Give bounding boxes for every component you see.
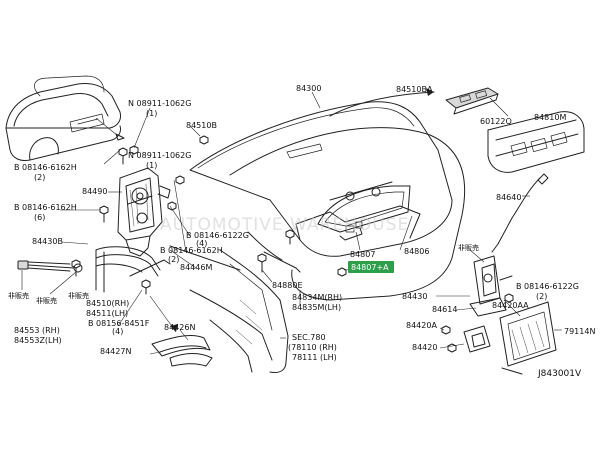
striker-84420 bbox=[463, 325, 491, 353]
label-84420: 84420 bbox=[412, 343, 437, 352]
label-08156-qty: (4) bbox=[112, 327, 123, 336]
label-84834M: 84834M(RH) bbox=[292, 293, 342, 302]
label-78110: (78110 (RH) bbox=[288, 343, 337, 352]
label-jp-4: 非販売 bbox=[458, 243, 479, 252]
label-84510B: 84510B bbox=[186, 121, 217, 130]
rear-panel-sec780 bbox=[189, 249, 289, 373]
diagram-code: J843001V bbox=[537, 369, 582, 379]
label-08146-5: B 08146-6122G bbox=[516, 282, 579, 291]
label-84614: 84614 bbox=[432, 305, 457, 314]
trunk-lid-84300 bbox=[189, 101, 453, 257]
highlight-label: 84807+A bbox=[351, 263, 389, 272]
label-08146-2: B 08146-6162H bbox=[14, 203, 77, 212]
label-84300: 84300 bbox=[296, 84, 321, 93]
label-08146-4: B 08146-6162H bbox=[160, 246, 223, 255]
label-84426N: 84426N bbox=[164, 323, 195, 332]
label-84880E: 84880E bbox=[272, 281, 303, 290]
label-84420A: 84420A bbox=[406, 321, 437, 330]
label-84446M: 84446M bbox=[180, 263, 212, 272]
bracket-84426N bbox=[151, 335, 213, 367]
label-sec780: SEC.780 bbox=[292, 333, 326, 342]
finisher-84810M bbox=[487, 111, 585, 173]
weatherstrip-84806 bbox=[229, 127, 466, 301]
label-84807: 84807 bbox=[350, 250, 375, 259]
label-84420AA: 84420AA bbox=[492, 301, 529, 310]
hinge-84490 bbox=[117, 167, 171, 257]
license-lamp-84510BA bbox=[445, 87, 509, 117]
label-08146-1-qty: (2) bbox=[34, 173, 45, 182]
seal-84834M bbox=[263, 251, 301, 273]
label-84490: 84490 bbox=[82, 187, 107, 196]
label-84510: 84510(RH) bbox=[86, 299, 129, 308]
label-84806: 84806 bbox=[404, 247, 429, 256]
label-78111: 78111 (LH) bbox=[292, 353, 337, 362]
part-labels: 84300 84510BA 60122Q 84810M N 08911-1062… bbox=[8, 84, 595, 362]
label-08146-2-qty: (6) bbox=[34, 213, 45, 222]
label-jp-1: 非販売 bbox=[8, 291, 29, 300]
label-08146-1: B 08146-6162H bbox=[14, 163, 77, 172]
bolts bbox=[71, 135, 514, 353]
label-79114N: 79114N bbox=[564, 327, 595, 336]
label-jp-3: 非販売 bbox=[68, 291, 89, 300]
label-84511: 84511(LH) bbox=[86, 309, 128, 318]
label-60122Q: 60122Q bbox=[480, 117, 512, 126]
torsion-bars-84510 bbox=[95, 246, 171, 293]
label-08911-1: N 08911-1062G bbox=[128, 99, 191, 108]
highlight-84807-A[interactable]: 84807+A bbox=[348, 261, 394, 273]
label-jp-2: 非販売 bbox=[36, 296, 57, 305]
label-84640: 84640 bbox=[496, 193, 521, 202]
watermark-text: AUTOMOTIVE WAREHOUSE bbox=[160, 215, 409, 235]
label-08146-3-qty: (4) bbox=[196, 239, 207, 248]
label-08146-3: B 08146-6122G bbox=[186, 231, 249, 240]
label-84835M: 84835M(LH) bbox=[292, 303, 341, 312]
label-08156: B 08156-8451F bbox=[88, 319, 150, 328]
label-84553: 84553 (RH) bbox=[14, 326, 60, 335]
label-08911-2: N 08911-1062G bbox=[128, 151, 191, 160]
rod-84446M bbox=[169, 245, 241, 271]
label-08146-5-qty: (2) bbox=[536, 292, 547, 301]
label-84427N: 84427N bbox=[100, 347, 131, 356]
arrow-to-84510BA bbox=[329, 91, 435, 117]
label-84510BA: 84510BA bbox=[396, 85, 433, 94]
stay-damper-84430B bbox=[17, 260, 83, 273]
label-08911-2-qty: (1) bbox=[146, 161, 157, 170]
label-84430: 84430 bbox=[402, 292, 427, 301]
label-08146-4-qty: (2) bbox=[168, 255, 179, 264]
lock-latch-84430 bbox=[469, 255, 513, 317]
vehicle-rear-illustration bbox=[5, 75, 125, 161]
trim-panel-79114N bbox=[499, 301, 557, 375]
label-84553Z: 84553Z(LH) bbox=[14, 336, 62, 345]
cable-84640 bbox=[491, 177, 541, 253]
label-84430B: 84430B bbox=[32, 237, 63, 246]
label-08911-1-qty: (1) bbox=[146, 109, 157, 118]
label-84810M: 84810M bbox=[534, 113, 566, 122]
